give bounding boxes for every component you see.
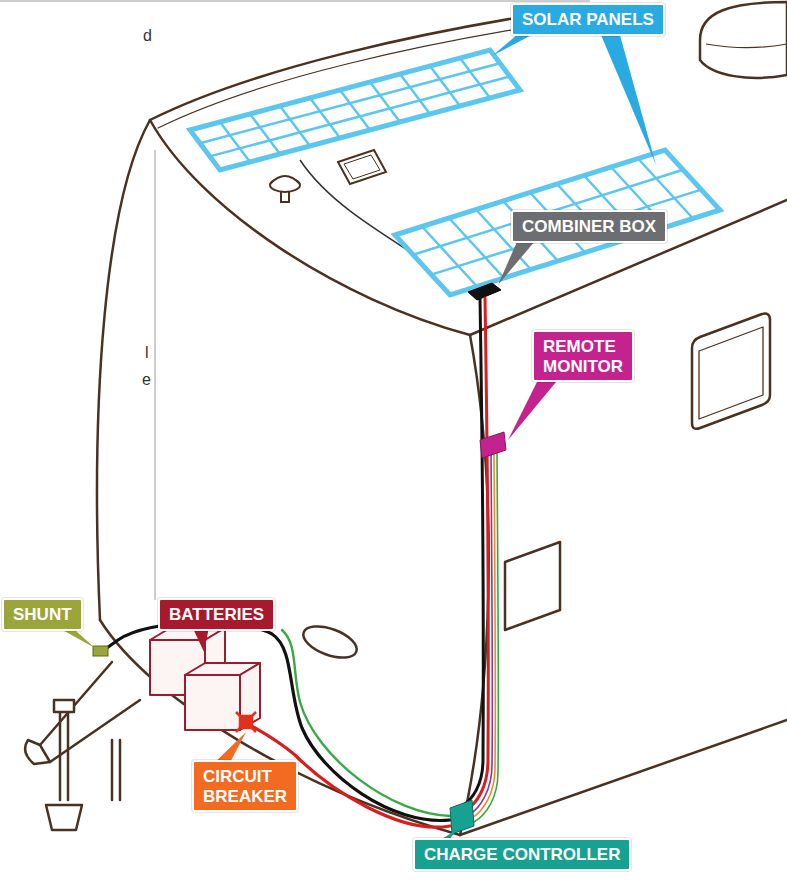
hitch [25,662,140,830]
hitch [40,662,112,745]
callout-pointer [598,28,656,165]
trailer-body [97,5,787,835]
battery [240,663,260,730]
wiring [474,452,498,822]
hitch [50,700,140,762]
callout-text: SHUNT [13,605,72,625]
trailer-body [100,620,460,835]
wiring [104,623,450,821]
shunt-part [93,646,108,656]
wiring [462,298,483,806]
column-rule [155,150,156,600]
callout-pointer [48,28,656,848]
trailer-body [97,0,787,835]
trailer-body [460,720,787,835]
callout-text: REMOTE MONITOR [543,337,623,376]
callout-tag: SHUNT [2,598,83,631]
solar-panel [395,150,720,295]
wiring [470,452,492,814]
charge-controller-part [450,800,474,834]
callout-tag: CHARGE CONTROLLER [413,838,631,871]
text-fragment: l [145,345,149,361]
remote-monitor-part [480,432,506,458]
trailer-body [299,620,361,664]
roof-ac-unit [700,2,787,78]
callout-tag: BATTERIES [158,598,275,631]
callout-text: COMBINER BOX [522,217,656,237]
page-rule [0,1,590,2]
callout-tag: SOLAR PANELS [511,3,665,36]
callout-text: CIRCUIT BREAKER [203,767,287,806]
skylight [344,155,380,179]
hitch [60,705,68,800]
circuit-breaker-part [236,712,256,732]
circuit-breaker-part [236,712,256,732]
hitch [112,740,120,800]
hitch [54,700,74,712]
hitch [25,740,50,764]
callout-pointer [508,372,556,440]
callout-text: CHARGE CONTROLLER [424,845,620,865]
battery [185,675,240,730]
callout-tag: COMBINER BOX [511,210,667,243]
column-rule [155,150,156,600]
hitch [46,805,82,830]
solar-panel [190,50,520,170]
trailer-body [692,314,770,429]
solar-panel [395,150,720,295]
roof-vent [270,176,300,202]
remote-monitor-part [480,432,506,458]
page-rule [0,1,590,2]
callout-tag: CIRCUIT BREAKER [192,760,298,812]
trailer-body [505,542,560,630]
shunt-part [93,646,108,656]
trailer-body [97,120,150,620]
wiring [466,298,488,810]
text-fragment: e [142,372,151,388]
solar-panel [190,50,520,170]
roof-ac-unit [700,2,787,78]
circuit-breaker-part [240,716,252,728]
skylight [338,150,386,184]
wiring [472,452,495,818]
callout-text: BATTERIES [169,605,264,625]
trailer-body [699,327,763,419]
roof-ac-unit [706,44,787,48]
skylight [338,150,386,184]
charge-controller-part [450,800,474,834]
callout-text: SOLAR PANELS [522,10,654,30]
callout-tag: REMOTE MONITOR [532,330,634,382]
roof-vent [270,176,300,184]
text-fragment: d [143,28,152,44]
solar-panel [190,50,520,170]
trailer-body [97,0,787,835]
wiring [104,298,498,827]
solar-panel [395,150,720,295]
wiring [282,630,451,816]
